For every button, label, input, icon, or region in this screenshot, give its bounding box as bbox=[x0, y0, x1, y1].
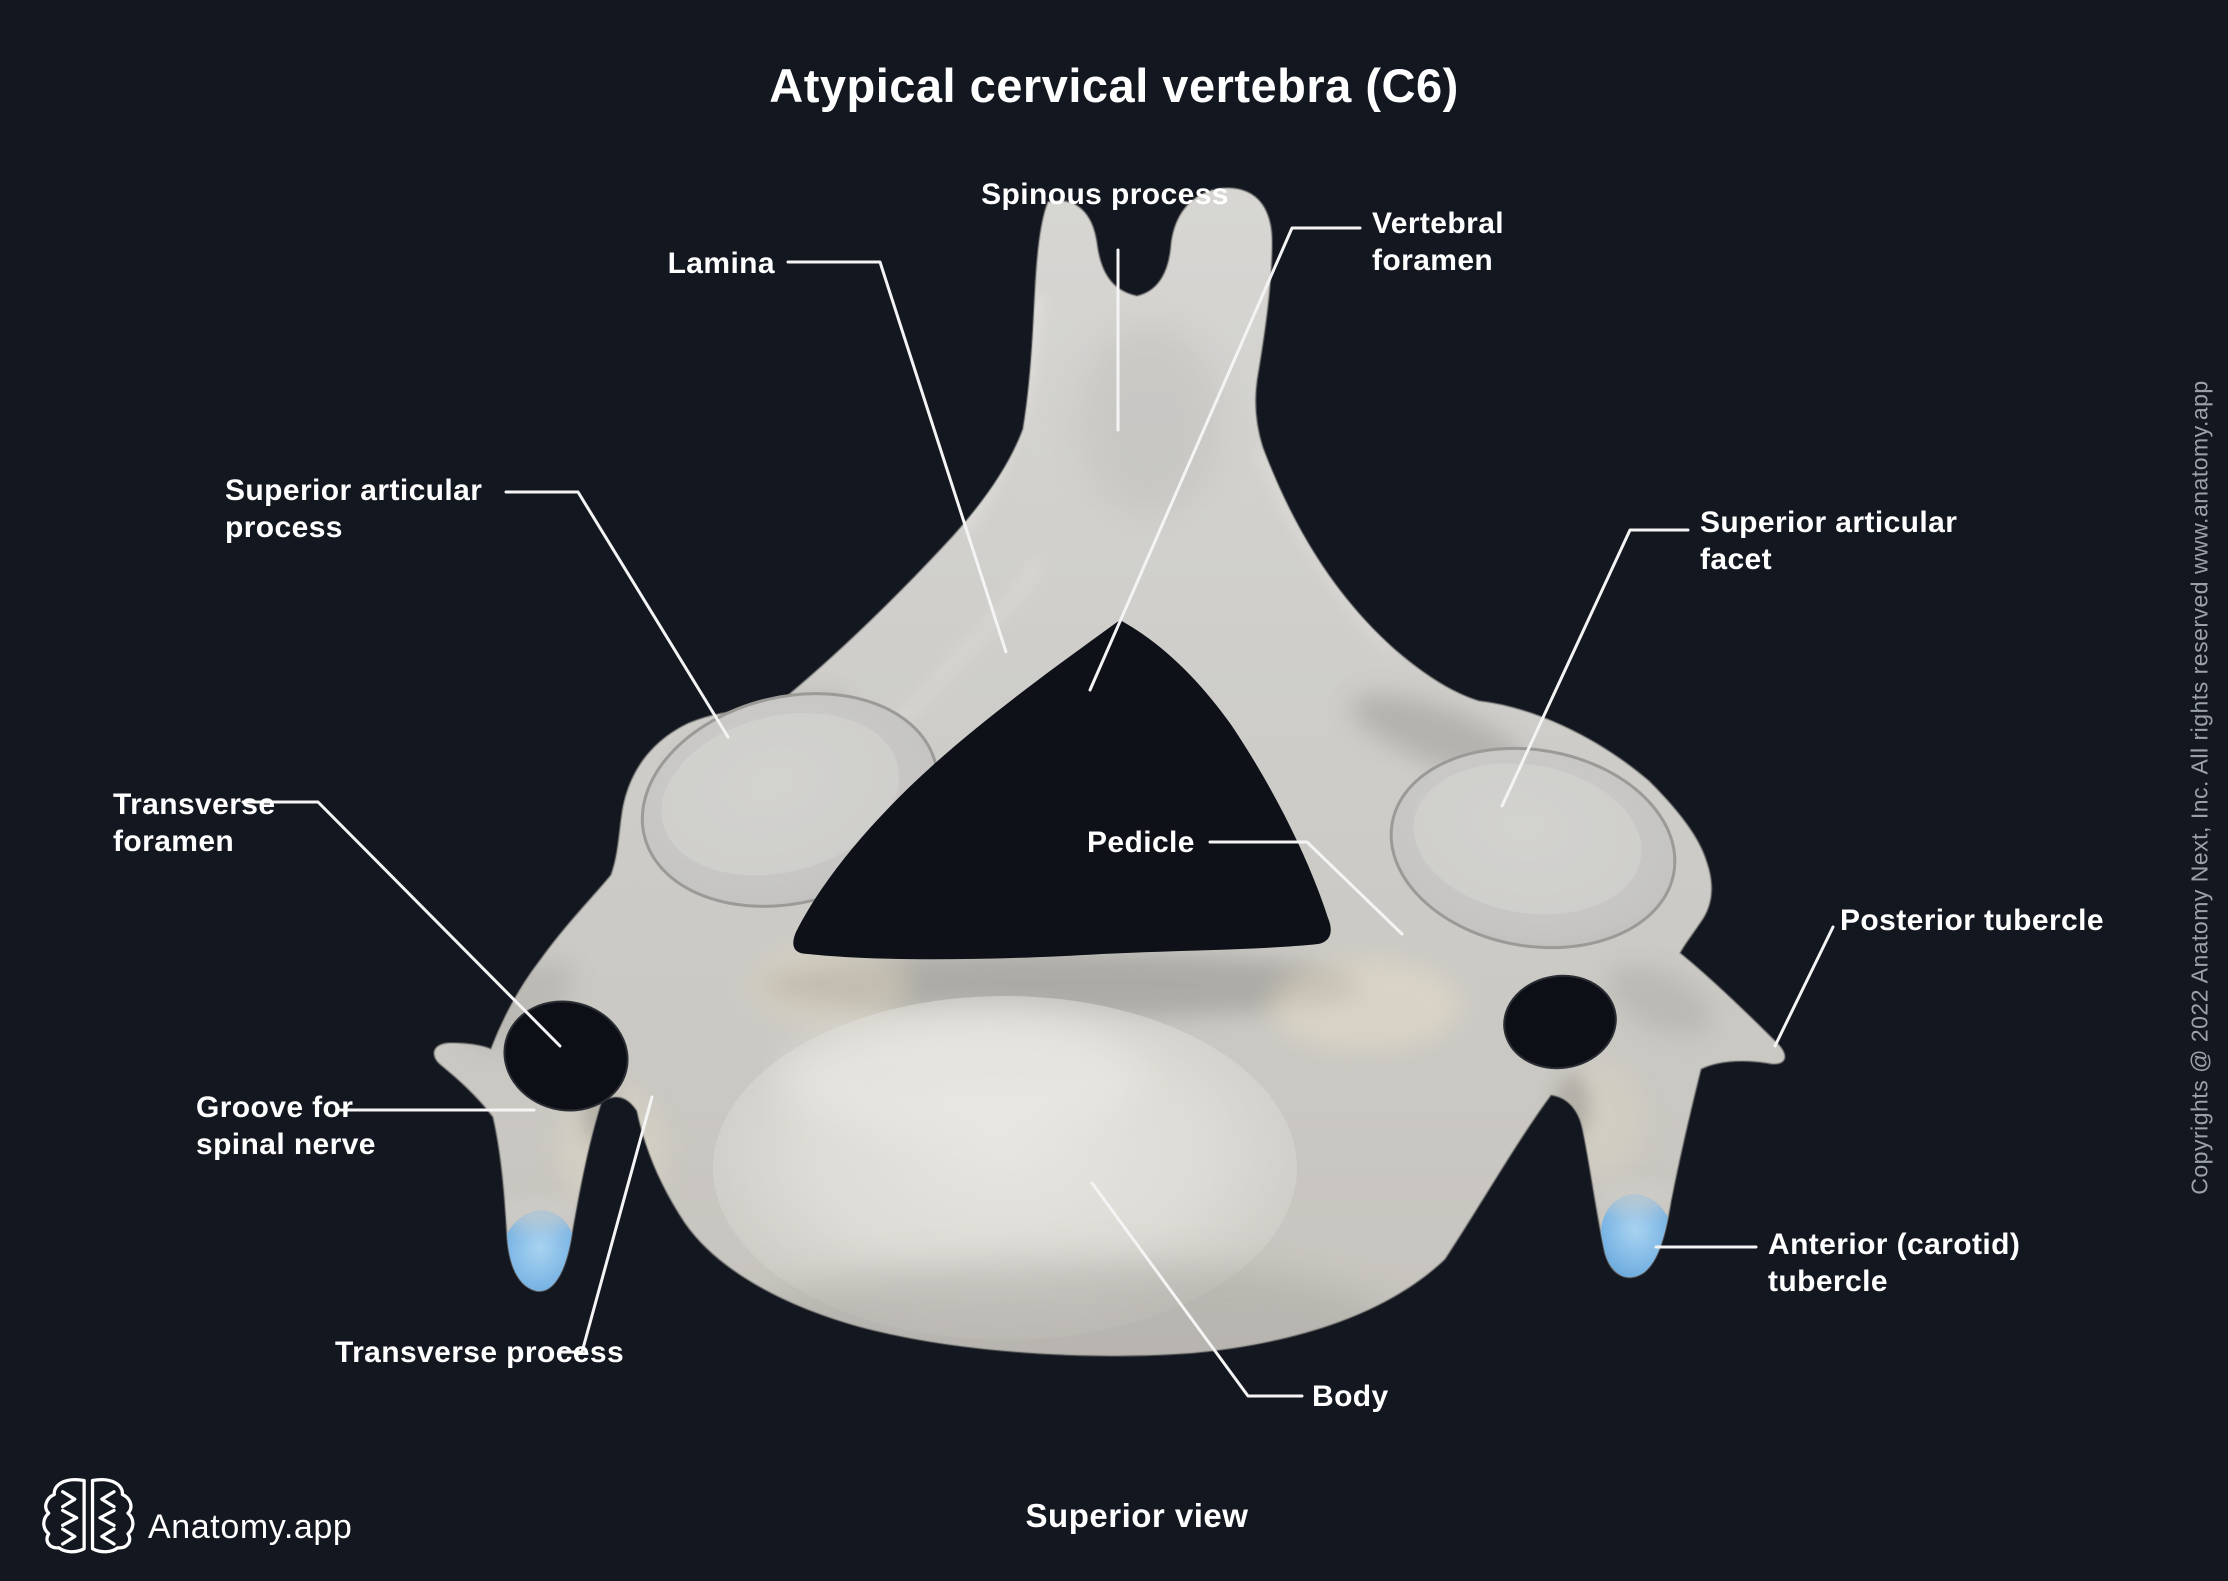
leader-lines bbox=[241, 226, 1835, 1398]
label-line: facet bbox=[1700, 543, 1773, 576]
cervical-vertebra-bone bbox=[433, 186, 1786, 1357]
view-caption: Superior view bbox=[1025, 1497, 1249, 1534]
label-line: Anterior (carotid) bbox=[1768, 1228, 2021, 1261]
label-line: foramen bbox=[113, 825, 235, 858]
label-anterior-carotid-tubercle: Anterior (carotid) tubercle bbox=[1768, 1226, 2020, 1300]
transverse-foramen-left-opening bbox=[503, 1000, 629, 1112]
label-lamina: Lamina bbox=[668, 245, 775, 282]
label-line: process bbox=[225, 511, 343, 544]
label-line: Body bbox=[1312, 1380, 1389, 1413]
label-pedicle: Pedicle bbox=[1087, 824, 1195, 861]
label-line: Spinous process bbox=[981, 178, 1229, 211]
leader-vertebral-foramen bbox=[1088, 226, 1362, 692]
label-line: Lamina bbox=[667, 247, 775, 280]
anterior-tubercle-left-highlight bbox=[500, 1210, 576, 1302]
label-line: Posterior tubercle bbox=[1840, 904, 2104, 937]
label-line: Vertebral bbox=[1372, 207, 1505, 240]
brand-name: Anatomy.app bbox=[148, 1507, 353, 1546]
label-transverse-process: Transverse process bbox=[335, 1334, 624, 1371]
label-groove-spinal-nerve: Groove for spinal nerve bbox=[196, 1089, 376, 1163]
label-line: Transverse process bbox=[335, 1336, 625, 1369]
leader-posterior-tubercle bbox=[1773, 925, 1835, 1048]
leader-transverse-foramen bbox=[241, 800, 562, 1048]
copyright-text: Copyrights @ 2022 Anatomy Next, Inc. All… bbox=[2186, 380, 2213, 1195]
leader-superior-articular-process bbox=[504, 490, 730, 739]
vertebral-foramen-opening bbox=[793, 620, 1331, 960]
label-posterior-tubercle: Posterior tubercle bbox=[1840, 902, 2104, 939]
label-vertebral-foramen: Vertebral foramen bbox=[1372, 205, 1504, 279]
label-body: Body bbox=[1312, 1378, 1389, 1415]
label-line: Pedicle bbox=[1087, 826, 1195, 859]
label-line: Superior articular bbox=[225, 474, 483, 507]
superior-articular-facet-right bbox=[1389, 746, 1677, 950]
label-line: Superior articular bbox=[1700, 506, 1958, 539]
transverse-foramen-right-opening bbox=[1503, 974, 1617, 1070]
label-line: tubercle bbox=[1768, 1265, 1888, 1298]
leader-lamina bbox=[786, 260, 1008, 654]
label-superior-articular-facet: Superior articular facet bbox=[1700, 504, 1957, 578]
brand: Anatomy.app bbox=[42, 1474, 353, 1558]
leader-transverse-process bbox=[558, 1095, 654, 1354]
page-title: Atypical cervical vertebra (C6) bbox=[769, 59, 1459, 112]
label-spinous-process: Spinous process bbox=[981, 176, 1229, 213]
label-superior-articular-process: Superior articular process bbox=[225, 472, 482, 546]
leader-body bbox=[1090, 1181, 1304, 1398]
label-line: Groove for bbox=[196, 1091, 354, 1124]
brain-logo-icon bbox=[42, 1478, 135, 1554]
leader-pedicle bbox=[1208, 840, 1404, 936]
label-transverse-foramen: Transverse foramen bbox=[113, 786, 275, 860]
leader-superior-articular-facet bbox=[1500, 528, 1690, 808]
label-line: foramen bbox=[1372, 244, 1494, 277]
label-line: Transverse bbox=[113, 788, 276, 821]
label-line: spinal nerve bbox=[196, 1128, 376, 1161]
